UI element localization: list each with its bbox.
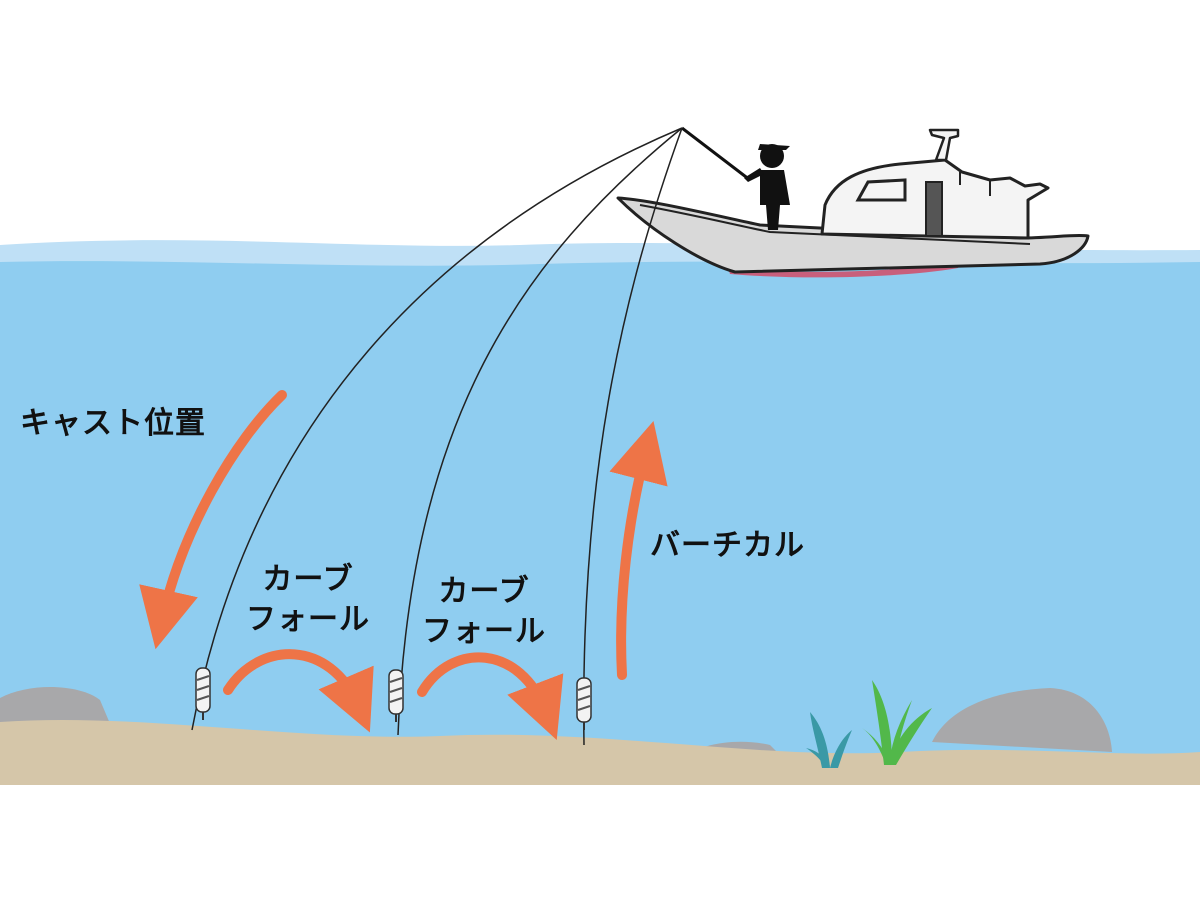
hull-stripe — [728, 262, 960, 278]
fishing-line-1 — [191, 127, 683, 731]
label-curve-fall-1-line1: カーブ — [262, 562, 354, 597]
fishing-rod — [681, 126, 751, 182]
fishing-line-3 — [582, 127, 683, 746]
label-vertical: バーチカル — [650, 528, 805, 563]
label-curve-fall-1-line2: フォール — [246, 602, 370, 637]
label-cast-position: キャスト位置 — [20, 406, 206, 441]
rock-right — [932, 688, 1112, 752]
boat-window — [855, 178, 907, 202]
vertical-arrow — [609, 420, 668, 680]
boat-rail — [959, 172, 991, 196]
label-curve-fall-2-line1: カーブ — [438, 574, 530, 609]
seabed — [0, 719, 1200, 785]
label-curve-fall-2-line2: フォール — [422, 614, 546, 649]
label-curve-fall-2: カーブ フォール — [422, 572, 546, 652]
fishing-line-2 — [397, 127, 683, 736]
curve-fall-arrow-1 — [223, 649, 374, 733]
angler — [744, 144, 790, 230]
jig-2 — [388, 669, 404, 722]
seaweed-green — [862, 680, 932, 765]
curve-fall-arrow-2 — [417, 652, 564, 741]
cast-arrow — [139, 390, 287, 650]
jig-3 — [576, 677, 592, 730]
boat-mast — [928, 128, 960, 162]
seaweed-teal — [806, 712, 852, 768]
boat-hull-inner — [639, 204, 1031, 245]
label-curve-fall-1: カーブ フォール — [246, 560, 370, 640]
jig-1 — [195, 667, 211, 720]
boat-door — [925, 181, 943, 237]
